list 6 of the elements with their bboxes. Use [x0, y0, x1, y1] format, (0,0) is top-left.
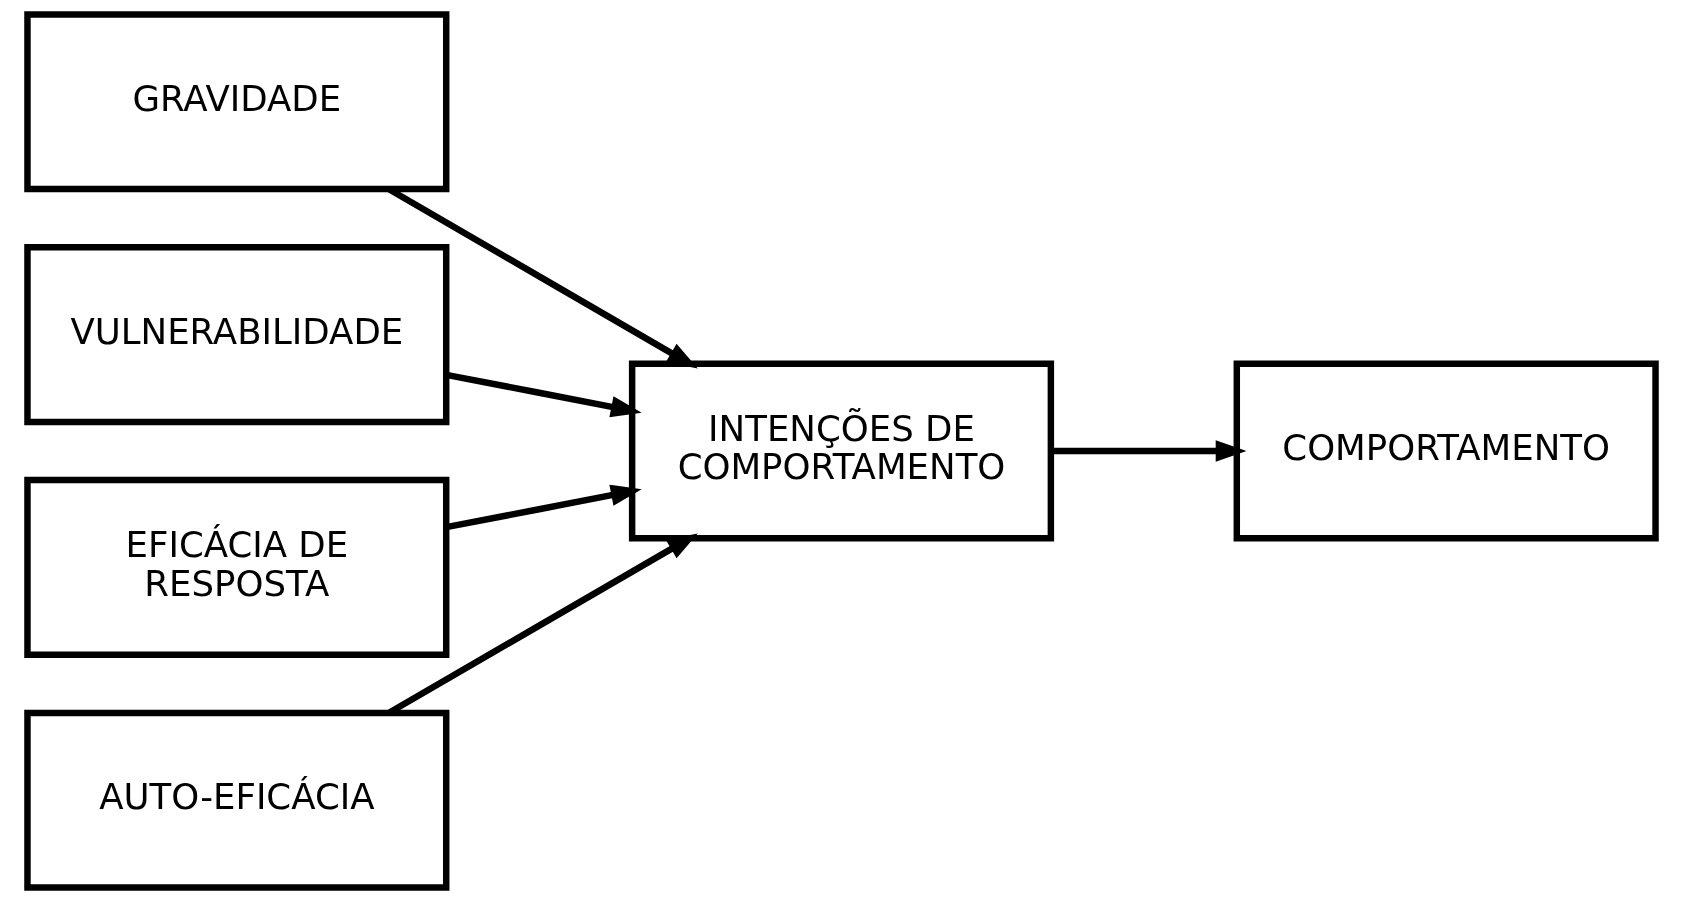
- node-box: INTENÇÕES DE COMPORTAMENTO: [628, 360, 1054, 542]
- node-box: EFICÁCIA DE RESPOSTA: [23, 476, 449, 658]
- node-box: COMPORTAMENTO: [1233, 360, 1659, 542]
- node-box: GRAVIDADE: [23, 11, 449, 193]
- node-box: VULNERABILIDADE: [23, 244, 449, 426]
- node-box: AUTO-EFICÁCIA: [23, 709, 449, 891]
